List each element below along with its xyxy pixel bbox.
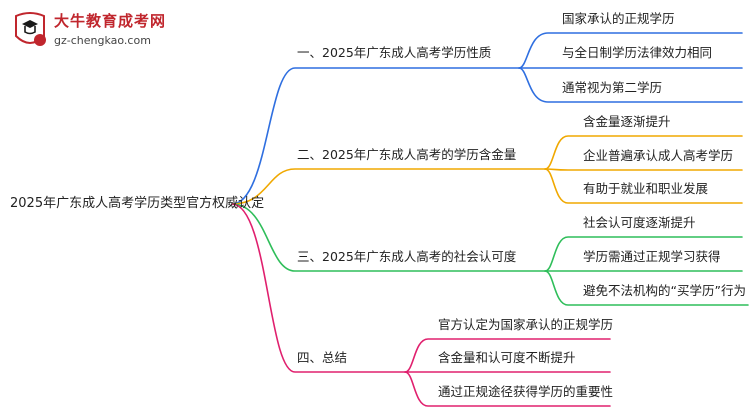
branch-1-child-2: 与全日制学历法律效力相同: [562, 45, 713, 60]
branch-4-label: 四、总结: [297, 350, 348, 365]
branch-1-connector: [231, 67, 520, 205]
branch-1-child-1: 国家承认的正规学历: [562, 11, 675, 26]
branch-2-connector: [231, 168, 546, 205]
branch-2-child-2-connector: [544, 168, 743, 171]
branch-3-connector: [231, 203, 546, 272]
branch-1-child-3: 通常视为第二学历: [562, 80, 663, 95]
branch-4-child-2: 含金量和认可度不断提升: [438, 350, 576, 365]
branch-3-child-1-connector: [544, 236, 743, 272]
branch-4-child-1: 官方认定为国家承认的正规学历: [438, 317, 614, 332]
branch-2-child-2: 企业普遍承认成人高考学历: [583, 148, 734, 163]
branch-3-child-2: 学历需通过正规学习获得: [583, 249, 721, 264]
branch-4-connector: [231, 203, 406, 373]
branch-3-label: 三、2025年广东成人高考的社会认可度: [297, 249, 517, 264]
branch-4-child-3: 通过正规途径获得学历的重要性: [438, 384, 614, 399]
branch-3-child-1: 社会认可度逐渐提升: [583, 215, 696, 230]
branch-2-label: 二、2025年广东成人高考的学历含金量: [297, 147, 517, 162]
site-logo: 大牛教育成考网 gz-chengkao.com: [8, 8, 208, 58]
branch-1-child-3-connector: [518, 67, 743, 103]
logo-title: 大牛教育成考网: [54, 12, 167, 30]
branch-4-child-1-connector: [404, 338, 611, 373]
logo-url: gz-chengkao.com: [54, 34, 151, 47]
branch-3-child-3-connector: [544, 270, 749, 306]
branch-4-child-3-connector: [404, 371, 611, 407]
branch-2-child-1-connector: [544, 135, 743, 170]
branch-2-child-3: 有助于就业和职业发展: [583, 181, 709, 196]
branch-2-child-1: 含金量逐渐提升: [583, 114, 671, 129]
branch-1-label: 一、2025年广东成人高考学历性质: [297, 45, 492, 60]
branch-1-child-1-connector: [518, 32, 743, 69]
logo-badge-icon: [15, 12, 46, 46]
root-topic: 2025年广东成人高考学历类型官方权威认定: [10, 196, 265, 211]
branch-3-child-3: 避免不法机构的“买学历”行为: [583, 283, 746, 298]
branch-2-child-3-connector: [544, 168, 743, 204]
